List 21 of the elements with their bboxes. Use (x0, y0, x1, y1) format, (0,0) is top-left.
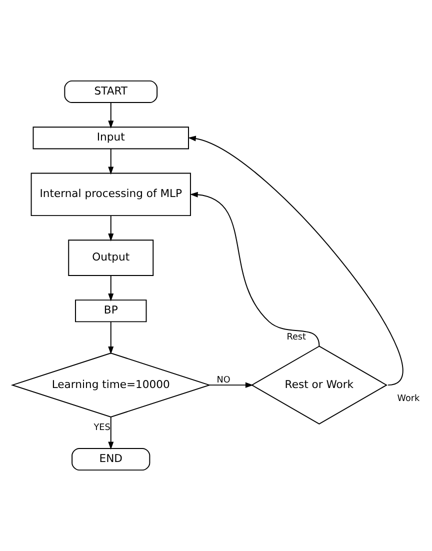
node-box: Output (68, 240, 154, 276)
edge-label: NO (216, 375, 230, 386)
node-box: BP (75, 300, 147, 322)
arrow (108, 102, 114, 129)
node-box: START (64, 80, 158, 104)
arrow (108, 215, 114, 242)
arrow (108, 321, 114, 354)
arrow (188, 136, 404, 386)
edge-label: Rest (286, 332, 306, 342)
node-box: Input (32, 126, 189, 150)
node-diamond: Learning time=10000 (10, 352, 211, 418)
node-box: END (72, 448, 150, 471)
node-diamond: Rest or Work (250, 346, 388, 424)
arrow (108, 148, 114, 175)
edge-label: Work (397, 394, 420, 404)
arrow (108, 275, 114, 302)
arrow (208, 382, 254, 388)
node-box: Internal processing of MLP (30, 172, 191, 216)
arrow (190, 192, 320, 347)
arrow (108, 416, 114, 450)
edge-label: YES (94, 422, 110, 433)
